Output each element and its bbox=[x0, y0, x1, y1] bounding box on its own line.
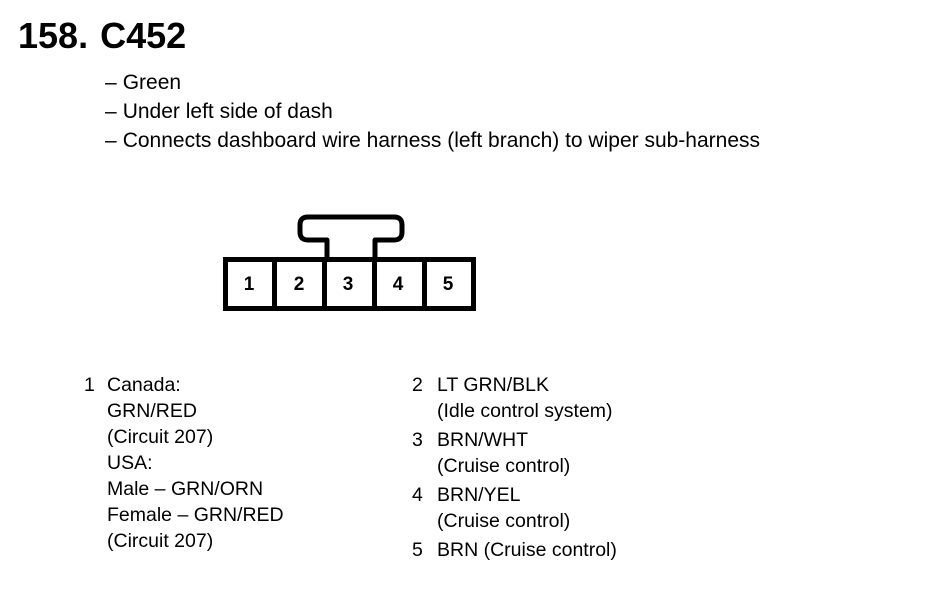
pinout-description: BRN/YEL (Cruise control) bbox=[437, 484, 571, 532]
pin-label-1: 1 bbox=[244, 274, 255, 295]
connector-number: 158. bbox=[18, 15, 89, 56]
bullet-dash: – bbox=[105, 100, 117, 123]
connector-body bbox=[223, 257, 476, 311]
pin-label-5: 5 bbox=[443, 274, 454, 295]
info-connects: –Connects dashboard wire harness (left b… bbox=[105, 129, 761, 152]
info-color: –Green bbox=[105, 71, 182, 94]
pinout-entry-3: 3 BRN/WHT (Cruise control) bbox=[412, 427, 617, 479]
pinout-number: 5 bbox=[412, 539, 423, 561]
pinout-entry-4: 4 BRN/YEL (Cruise control) bbox=[412, 482, 617, 534]
pinout-entry-1: 1 Canada: GRN/RED (Circuit 207) USA: Mal… bbox=[84, 372, 284, 554]
pinout-description: Canada: GRN/RED (Circuit 207) USA: Male … bbox=[107, 374, 284, 552]
pinout-number: 4 bbox=[412, 484, 423, 506]
pinout-description: BRN/WHT (Cruise control) bbox=[437, 429, 571, 477]
pin-label-3: 3 bbox=[343, 274, 354, 295]
pinout-description: LT GRN/BLK (Idle control system) bbox=[437, 374, 613, 422]
pinout-number: 1 bbox=[84, 374, 95, 396]
pinout-description: BRN (Cruise control) bbox=[437, 539, 617, 561]
bullet-dash: – bbox=[105, 129, 117, 152]
info-location: –Under left side of dash bbox=[105, 100, 333, 123]
page-title: 158. C452 bbox=[18, 14, 186, 58]
pinout-number: 3 bbox=[412, 429, 423, 451]
pinout-left-column: 1 Canada: GRN/RED (Circuit 207) USA: Mal… bbox=[84, 372, 284, 554]
connector-info: –Green –Under left side of dash –Connect… bbox=[105, 68, 760, 155]
pinout-right-column: 2 LT GRN/BLK (Idle control system) 3 BRN… bbox=[412, 372, 617, 566]
bullet-dash: – bbox=[105, 71, 117, 94]
pin-label-2: 2 bbox=[294, 274, 305, 295]
pinout-entry-2: 2 LT GRN/BLK (Idle control system) bbox=[412, 372, 617, 424]
connector-id: C452 bbox=[100, 15, 187, 56]
pinout-number: 2 bbox=[412, 374, 423, 396]
pinout-entry-5: 5 BRN (Cruise control) bbox=[412, 537, 617, 563]
connector-lock-tab bbox=[297, 214, 405, 259]
pin-label-4: 4 bbox=[393, 274, 404, 295]
